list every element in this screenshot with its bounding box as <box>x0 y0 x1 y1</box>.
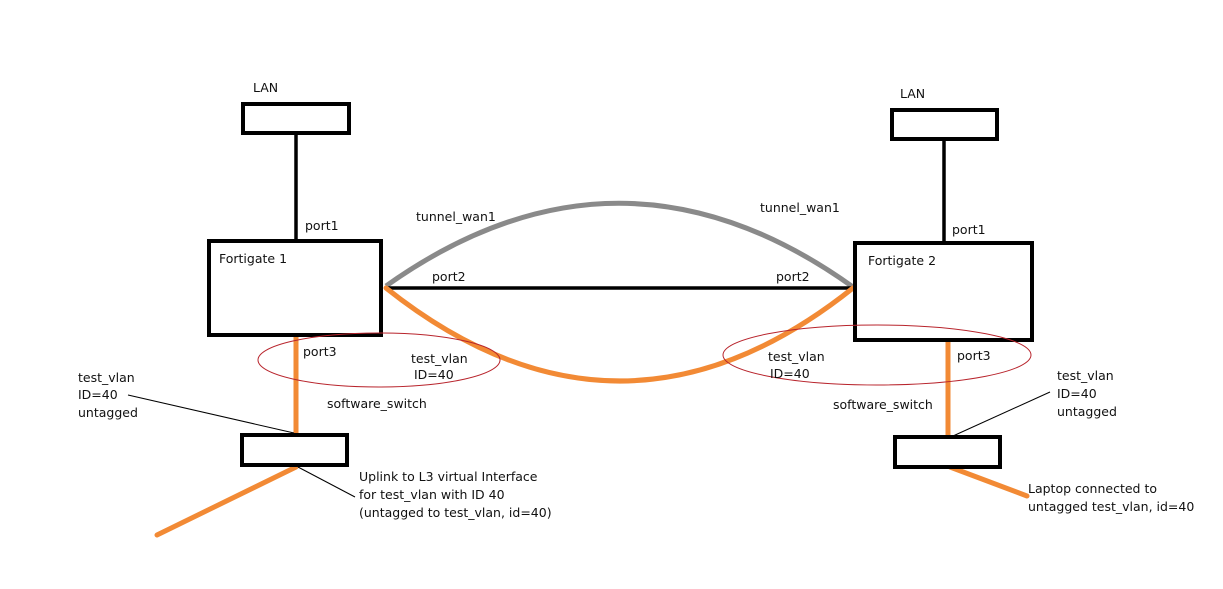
laptop-note-line2: untagged test_vlan, id=40 <box>1028 499 1194 514</box>
right-lan-box <box>890 108 999 141</box>
left-port1-label: port1 <box>305 218 339 233</box>
left-software-switch-label: software_switch <box>327 396 427 411</box>
laptop-note-line1: Laptop connected to <box>1028 481 1157 496</box>
left-lan-label: LAN <box>253 80 278 95</box>
fortigate-2-box <box>853 241 1034 342</box>
right-switch-box <box>893 435 1002 469</box>
right-port3-label: port3 <box>957 348 991 363</box>
left-callout-vlan-id: ID=40 <box>78 387 118 402</box>
right-lan-label: LAN <box>900 86 925 101</box>
right-callout-vlan-id: ID=40 <box>1057 386 1097 401</box>
right-port2-label: port2 <box>776 269 810 284</box>
left-callout-untagged: untagged <box>78 405 138 420</box>
uplink-note-line3: (untagged to test_vlan, id=40) <box>359 505 552 520</box>
left-port3-label: port3 <box>303 344 337 359</box>
left-switch-box <box>240 433 349 467</box>
left-switch-vlan-id: ID=40 <box>414 367 454 382</box>
right-software-switch-label: software_switch <box>833 397 933 412</box>
right-callout-line <box>952 391 1051 437</box>
right-switch-vlan-name: test_vlan <box>768 349 825 364</box>
right-tunnel-label: tunnel_wan1 <box>760 200 840 215</box>
left-uplink-callout-line <box>297 466 356 498</box>
right-callout-vlan-name: test_vlan <box>1057 368 1114 383</box>
left-software-switch-ellipse <box>257 332 501 388</box>
uplink-note-line1: Uplink to L3 virtual Interface <box>359 469 538 484</box>
fortigate-1-label: Fortigate 1 <box>219 251 287 266</box>
uplink-note-line2: for test_vlan with ID 40 <box>359 487 505 502</box>
left-uplink <box>154 464 299 538</box>
right-software-switch-ellipse <box>722 324 1032 386</box>
fortigate-2-label: Fortigate 2 <box>868 253 936 268</box>
left-callout-line <box>127 394 295 434</box>
right-callout-untagged: untagged <box>1057 404 1117 419</box>
left-callout-vlan-name: test_vlan <box>78 370 135 385</box>
fortigate-1-box <box>207 239 383 337</box>
right-switch-vlan-id: ID=40 <box>770 366 810 381</box>
right-port1-label: port1 <box>952 222 986 237</box>
left-lan-box <box>241 102 351 135</box>
tunnel-wan1-link <box>384 200 855 290</box>
left-switch-vlan-name: test_vlan <box>411 351 468 366</box>
right-laptop-link <box>947 464 1030 499</box>
left-port2-label: port2 <box>432 269 466 284</box>
test-vlan-link <box>383 285 856 384</box>
left-tunnel-label: tunnel_wan1 <box>416 209 496 224</box>
